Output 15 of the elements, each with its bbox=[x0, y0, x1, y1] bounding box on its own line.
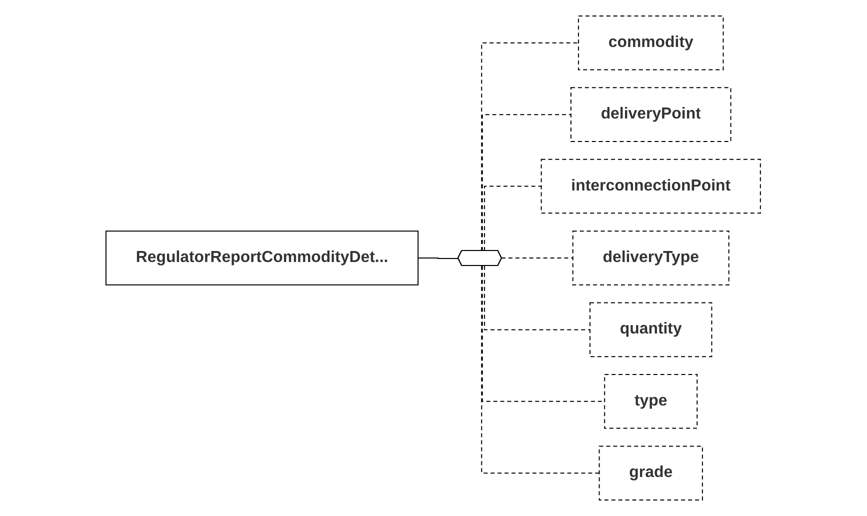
node-box: commodity bbox=[578, 15, 724, 70]
connector bbox=[481, 42, 580, 252]
node-box: interconnectionPoint bbox=[541, 158, 762, 214]
connector bbox=[484, 186, 542, 252]
connector bbox=[418, 258, 460, 259]
node-box: quantity bbox=[590, 302, 713, 358]
node-box: RegulatorReportCommodityDet... bbox=[106, 230, 419, 286]
node-box: deliveryType bbox=[572, 230, 730, 286]
node-box: type bbox=[604, 374, 698, 429]
node-box: deliveryPoint bbox=[570, 87, 732, 142]
connector bbox=[484, 265, 591, 330]
connector bbox=[502, 258, 574, 259]
node-box: grade bbox=[599, 446, 704, 501]
connector bbox=[482, 114, 572, 252]
connector bbox=[481, 265, 600, 474]
